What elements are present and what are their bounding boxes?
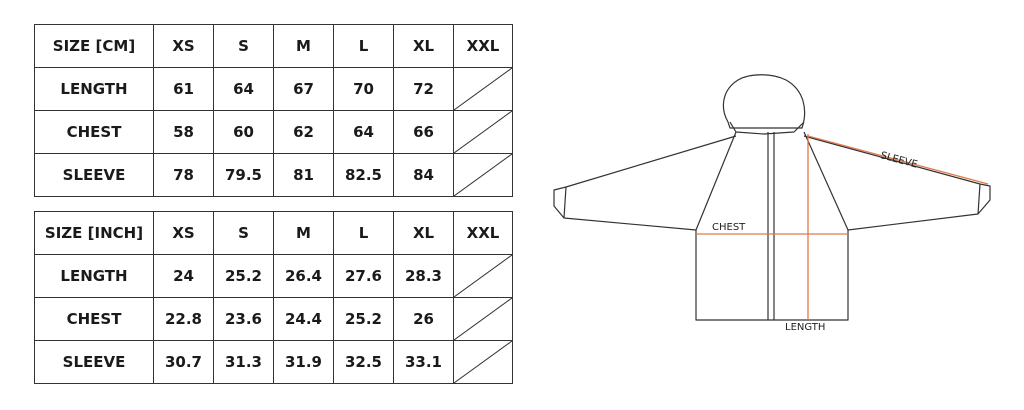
value-cell: 82.5 (333, 153, 394, 197)
value-cell: 31.3 (213, 340, 274, 384)
value-cell: 24.4 (273, 297, 334, 341)
header-cell: L (333, 211, 394, 255)
unavailable-cell (453, 297, 513, 341)
row-label: CHEST (34, 110, 154, 154)
value-cell: 26.4 (273, 254, 334, 298)
value-cell: 30.7 (153, 340, 214, 384)
value-cell: 62 (273, 110, 334, 154)
value-cell: 84 (393, 153, 454, 197)
value-cell: 28.3 (393, 254, 454, 298)
value-cell: 79.5 (213, 153, 274, 197)
table-row: SLEEVE 78 79.5 81 82.5 84 (34, 153, 513, 197)
header-cell: M (273, 24, 334, 68)
table-header-row: SIZE [INCH] XS S M L XL XXL (34, 211, 513, 255)
hood-front-outline (729, 121, 805, 135)
row-label: LENGTH (34, 254, 154, 298)
table-row: SLEEVE 30.7 31.3 31.9 32.5 33.1 (34, 340, 513, 384)
header-cell: XL (393, 24, 454, 68)
header-cell: SIZE [INCH] (34, 211, 154, 255)
value-cell: 66 (393, 110, 454, 154)
value-cell: 64 (333, 110, 394, 154)
header-cell: XS (153, 211, 214, 255)
value-cell: 78 (153, 153, 214, 197)
header-cell: L (333, 24, 394, 68)
sleeve-measure-line (807, 135, 989, 185)
header-cell: XXL (453, 211, 513, 255)
unavailable-cell (453, 110, 513, 154)
left-cuff-seam (563, 186, 567, 219)
table-row: LENGTH 61 64 67 70 72 (34, 67, 513, 111)
chest-label: CHEST (712, 222, 746, 233)
header-cell: SIZE [CM] (34, 24, 154, 68)
table-row: CHEST 58 60 62 64 66 (34, 110, 513, 154)
value-cell: 70 (333, 67, 394, 111)
value-cell: 27.6 (333, 254, 394, 298)
value-cell: 64 (213, 67, 274, 111)
value-cell: 25.2 (333, 297, 394, 341)
value-cell: 61 (153, 67, 214, 111)
value-cell: 72 (393, 67, 454, 111)
size-table-inch: SIZE [INCH] XS S M L XL XXL LENGTH 24 25… (34, 211, 513, 384)
value-cell: 81 (273, 153, 334, 197)
row-label: CHEST (34, 297, 154, 341)
right-sleeve-outline (803, 135, 991, 231)
value-cell: 24 (153, 254, 214, 298)
table-row: CHEST 22.8 23.6 24.4 25.2 26 (34, 297, 513, 341)
value-cell: 31.9 (273, 340, 334, 384)
value-cell: 67 (273, 67, 334, 111)
row-label: SLEEVE (34, 153, 154, 197)
length-label: LENGTH (785, 322, 825, 333)
table-row: LENGTH 24 25.2 26.4 27.6 28.3 (34, 254, 513, 298)
value-cell: 22.8 (153, 297, 214, 341)
size-table-cm: SIZE [CM] XS S M L XL XXL LENGTH 61 64 6… (34, 24, 513, 197)
value-cell: 60 (213, 110, 274, 154)
hood-outline (722, 74, 806, 129)
right-cuff-seam (977, 183, 981, 215)
unavailable-cell (453, 67, 513, 111)
row-label: LENGTH (34, 67, 154, 111)
left-sleeve-outline (553, 135, 737, 231)
value-cell: 25.2 (213, 254, 274, 298)
table-header-row: SIZE [CM] XS S M L XL XXL (34, 24, 513, 68)
torso-outline (695, 131, 849, 321)
unavailable-cell (453, 340, 513, 384)
header-cell: XS (153, 24, 214, 68)
value-cell: 58 (153, 110, 214, 154)
hoodie-measurement-diagram: CHEST LENGTH SLEEVE (553, 74, 991, 333)
header-cell: M (273, 211, 334, 255)
value-cell: 33.1 (393, 340, 454, 384)
value-cell: 23.6 (213, 297, 274, 341)
header-cell: S (213, 211, 274, 255)
value-cell: 32.5 (333, 340, 394, 384)
header-cell: S (213, 24, 274, 68)
value-cell: 26 (393, 297, 454, 341)
sleeve-label: SLEEVE (879, 150, 918, 170)
header-cell: XXL (453, 24, 513, 68)
header-cell: XL (393, 211, 454, 255)
row-label: SLEEVE (34, 340, 154, 384)
unavailable-cell (453, 153, 513, 197)
unavailable-cell (453, 254, 513, 298)
